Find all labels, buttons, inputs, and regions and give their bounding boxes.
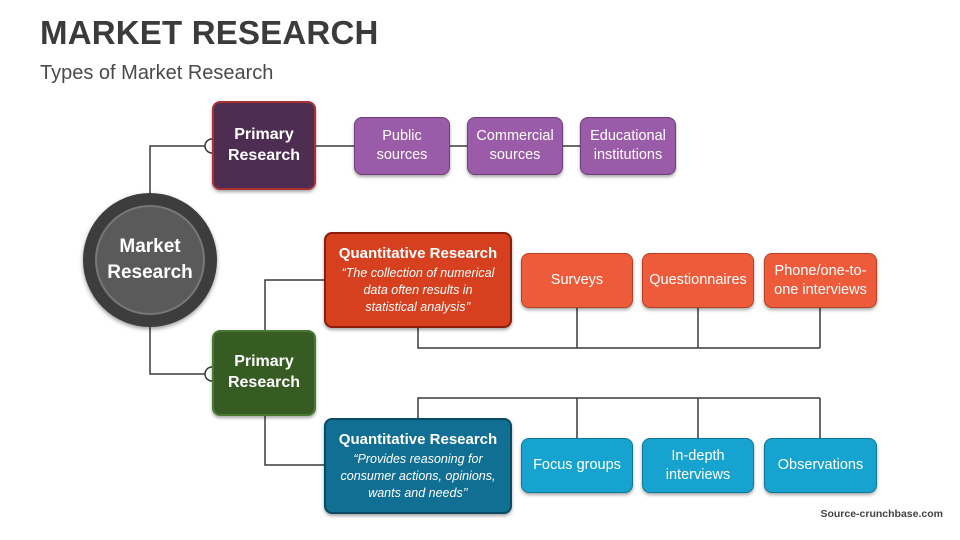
leaf-label-line-1: Observations: [777, 457, 864, 474]
leaf-label-line-1: Questionnaires: [649, 272, 747, 289]
group-2-description: “Provides reasoning for consumer actions…: [341, 451, 496, 502]
leaf-label-line-2: institutions: [593, 147, 663, 163]
group-1-node: Quantitative Research “The collection of…: [324, 232, 512, 328]
group-2-leaf-2: In-depth interviews: [642, 438, 754, 493]
group-1-description: “The collection of numerical data often …: [342, 265, 495, 316]
leaf-label-line-1: Public: [382, 128, 422, 145]
connector-group-2-bracket: [417, 397, 821, 438]
leaf-label-line-2: one interviews: [774, 281, 867, 298]
group-2-desc-line-1: “Provides reasoning for: [353, 452, 483, 467]
center-label-line-1: Market: [119, 236, 181, 258]
branch-2-label-line-1: Primary: [234, 353, 294, 371]
group-1-title: Quantitative Research: [338, 244, 498, 262]
group-2-leaf-3: Observations: [764, 438, 877, 493]
branch-1-label-line-1: Primary: [234, 125, 294, 143]
connector-center-to-branch-2: [149, 327, 212, 375]
group-2-desc-line-2: consumer actions, opinions,: [340, 469, 496, 484]
leaf-label-line-1: Focus groups: [533, 457, 621, 474]
leaf-label-line-1: Educational: [590, 128, 666, 145]
connector-branch-2-to-group-2: [264, 416, 324, 466]
group-1-desc-line-3: statistical analysis’’: [365, 300, 471, 315]
leaf-label-line-1: Surveys: [550, 272, 604, 289]
branch-2-node: Primary Research: [212, 330, 316, 416]
leaf-label-line-2: interviews: [665, 466, 731, 483]
branch-1-node: Primary Research: [212, 101, 316, 190]
leaf-label-line-2: sources: [376, 147, 428, 163]
group-2-leaf-1: Focus groups: [521, 438, 633, 493]
group-2-node: Quantitative Research “Provides reasonin…: [324, 418, 512, 514]
group-1-leaf-1: Surveys: [521, 253, 633, 308]
leaf-label-line-1: In-depth: [671, 447, 725, 464]
group-1-desc-line-2: data often results in: [363, 283, 473, 298]
branch-1-label-line-2: Research: [227, 146, 301, 164]
branch-2-label-line-2: Research: [227, 374, 301, 391]
page-subtitle: Types of Market Research: [40, 62, 274, 84]
source-credit: Source-crunchbase.com: [820, 508, 943, 520]
connector-center-to-branch-1: [149, 145, 212, 193]
branch-1-leaf-3: Educational institutions: [580, 117, 676, 175]
group-1-desc-line-1: “The collection of numerical: [341, 266, 495, 281]
center-node-label: Market Research: [95, 205, 205, 315]
branch-1-leaf-2: Commercial sources: [467, 117, 563, 175]
leaf-label-line-2: sources: [489, 147, 541, 163]
connector-group-1-bracket: [417, 308, 821, 349]
leaf-label-line-1: Commercial: [476, 128, 554, 145]
leaf-label-line-1: Phone/one-to-: [774, 262, 867, 279]
group-1-leaf-3: Phone/one-to- one interviews: [764, 253, 877, 308]
group-1-leaf-2: Questionnaires: [642, 253, 754, 308]
connector-branch-2-to-group-1: [264, 279, 324, 330]
branch-1-leaf-1: Public sources: [354, 117, 450, 175]
center-node: Market Research: [83, 193, 217, 327]
page-title: MARKET RESEARCH: [40, 14, 379, 51]
group-2-title: Quantitative Research: [338, 430, 498, 448]
center-label-line-2: Research: [107, 262, 193, 283]
group-2-desc-line-3: wants and needs’’: [368, 486, 468, 501]
